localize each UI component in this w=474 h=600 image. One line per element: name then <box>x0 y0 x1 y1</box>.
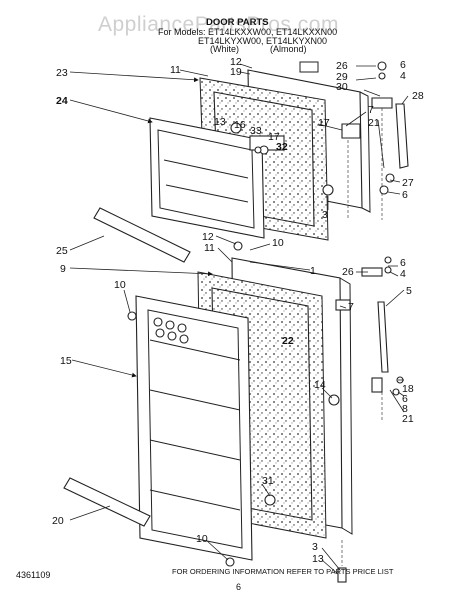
callout-14: 14 <box>314 379 326 391</box>
callout-13-bottom: 13 <box>312 553 324 565</box>
freezer-inner-liner <box>149 117 265 239</box>
document-number: 4361109 <box>16 570 50 580</box>
callout-7-top: 7 <box>368 104 374 116</box>
callout-8: 8 <box>402 403 408 415</box>
almond-label: (Almond) <box>270 44 307 54</box>
models-line-2: ET14LKYXW00, ET14LKYXN00 <box>198 36 327 46</box>
callout-21-lower: 21 <box>402 413 414 425</box>
models-line-1: For Models: ET14LKXXW00, ET14LKXXN00 <box>158 27 337 37</box>
callout-31: 31 <box>262 475 274 487</box>
callout-4-lower: 4 <box>400 268 406 280</box>
callout-13: 13 <box>214 116 226 128</box>
callout-23: 23 <box>56 67 68 79</box>
leader-lines <box>69 63 409 575</box>
callout-25: 25 <box>56 245 68 257</box>
callout-33: 33 <box>250 125 262 137</box>
watermark-text: AppliancePartsPros.com <box>98 13 339 36</box>
callout-6-top: 6 <box>400 59 406 71</box>
callout-9: 9 <box>60 263 66 275</box>
callout-12-lower: 12 <box>202 231 214 243</box>
callout-20: 20 <box>52 515 64 527</box>
freezer-cap <box>299 61 319 73</box>
callout-21-top: 21 <box>368 117 380 129</box>
callout-17-right: 17 <box>318 117 330 129</box>
callout-24: 24 <box>56 95 68 107</box>
callout-12: 12 <box>230 56 242 68</box>
callout-6-bottom: 6 <box>402 393 408 405</box>
callout-5: 5 <box>406 285 412 297</box>
callout-numbers: 23 24 11 12 19 26 29 30 6 4 28 7 17 21 1… <box>52 56 424 565</box>
callout-6-mid: 6 <box>402 189 408 201</box>
upper-hinge-block <box>341 123 361 139</box>
callout-16: 16 <box>234 119 246 131</box>
page-number: 6 <box>236 582 241 592</box>
callout-29: 29 <box>336 71 348 83</box>
bottom-hinge-pin <box>337 567 347 583</box>
callout-15: 15 <box>60 355 72 367</box>
callout-11-lower: 11 <box>204 242 215 254</box>
callout-18: 18 <box>402 383 414 395</box>
callout-10-left: 10 <box>114 279 126 291</box>
ordering-note: FOR ORDERING INFORMATION REFER TO PARTS … <box>172 567 394 576</box>
callout-26-lower: 26 <box>342 266 354 278</box>
callout-1: 1 <box>310 265 316 277</box>
callout-3-bottom: 3 <box>312 541 318 553</box>
callout-6-lower: 6 <box>400 257 406 269</box>
callout-32: 32 <box>276 141 288 153</box>
callout-27: 27 <box>402 177 414 189</box>
callout-11: 11 <box>170 64 181 76</box>
callout-7-lower: 7 <box>348 301 354 313</box>
callout-4-top: 4 <box>400 70 406 82</box>
page-title: DOOR PARTS <box>206 17 269 28</box>
upper-hinge-plate <box>371 97 393 109</box>
callout-19: 19 <box>230 66 242 78</box>
white-label: (White) <box>210 44 239 54</box>
door-shelf-bar <box>63 477 151 527</box>
fresh-food-inner-liner <box>135 295 253 561</box>
fresh-food-handle <box>377 301 389 373</box>
shelf-trim-strip <box>93 207 191 263</box>
callout-10-upper: 10 <box>272 237 284 249</box>
callout-26: 26 <box>336 60 348 72</box>
callout-3-top: 3 <box>322 209 328 221</box>
callout-10-bottom: 10 <box>196 533 208 545</box>
screw-upper-left <box>230 122 242 134</box>
callout-22: 22 <box>282 335 294 347</box>
callout-30: 30 <box>336 81 348 93</box>
callout-28: 28 <box>412 90 424 102</box>
freezer-handle <box>395 103 409 169</box>
callout-17-left: 17 <box>268 131 280 143</box>
egg-tray-cups <box>153 317 189 344</box>
